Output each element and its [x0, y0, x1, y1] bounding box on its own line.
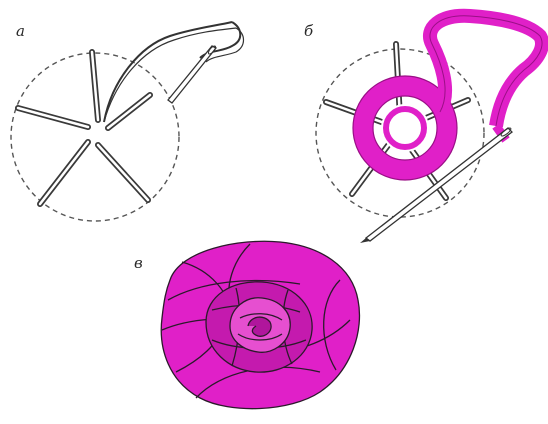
panel-c: в — [134, 241, 359, 408]
ribbon-rose-icon — [161, 241, 359, 408]
step-label-c: в — [134, 254, 143, 272]
panel-b: б — [304, 16, 542, 243]
step-label-b: б — [304, 22, 314, 40]
step-label-a: а — [16, 22, 25, 40]
panel-a: а — [11, 22, 244, 221]
